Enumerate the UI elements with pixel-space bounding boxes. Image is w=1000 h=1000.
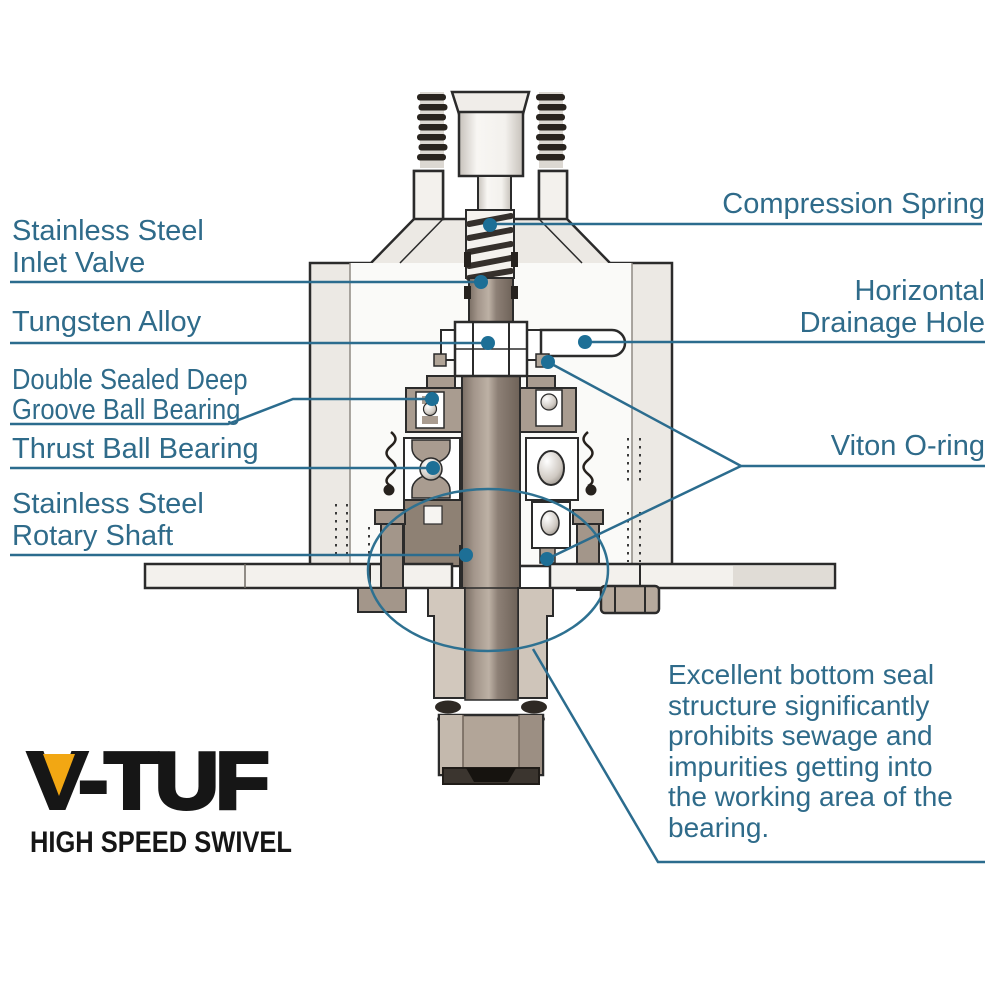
inlet-block: [450, 90, 531, 178]
logo-tagline: HIGH SPEED SWIVEL: [30, 826, 292, 859]
lower-shaft-assembly: [427, 587, 554, 785]
wave-spring-right: [582, 431, 597, 496]
logo-wordmark: V-TUF: [28, 736, 266, 825]
leader-lines: [10, 222, 985, 864]
threaded-stud-right: [536, 92, 569, 221]
hex-nut-right: [599, 584, 661, 615]
logo-v-triangle-icon: [43, 754, 75, 796]
valve-stem-upper: [477, 175, 512, 213]
vtuf-logo: V-TUF HIGH SPEED SWIVEL: [26, 734, 292, 859]
bottom-seal-highlight-ellipse: [366, 487, 610, 653]
leader-dots: [425, 218, 592, 566]
wave-spring-left: [383, 431, 397, 496]
threaded-stud-left: [412, 92, 448, 221]
